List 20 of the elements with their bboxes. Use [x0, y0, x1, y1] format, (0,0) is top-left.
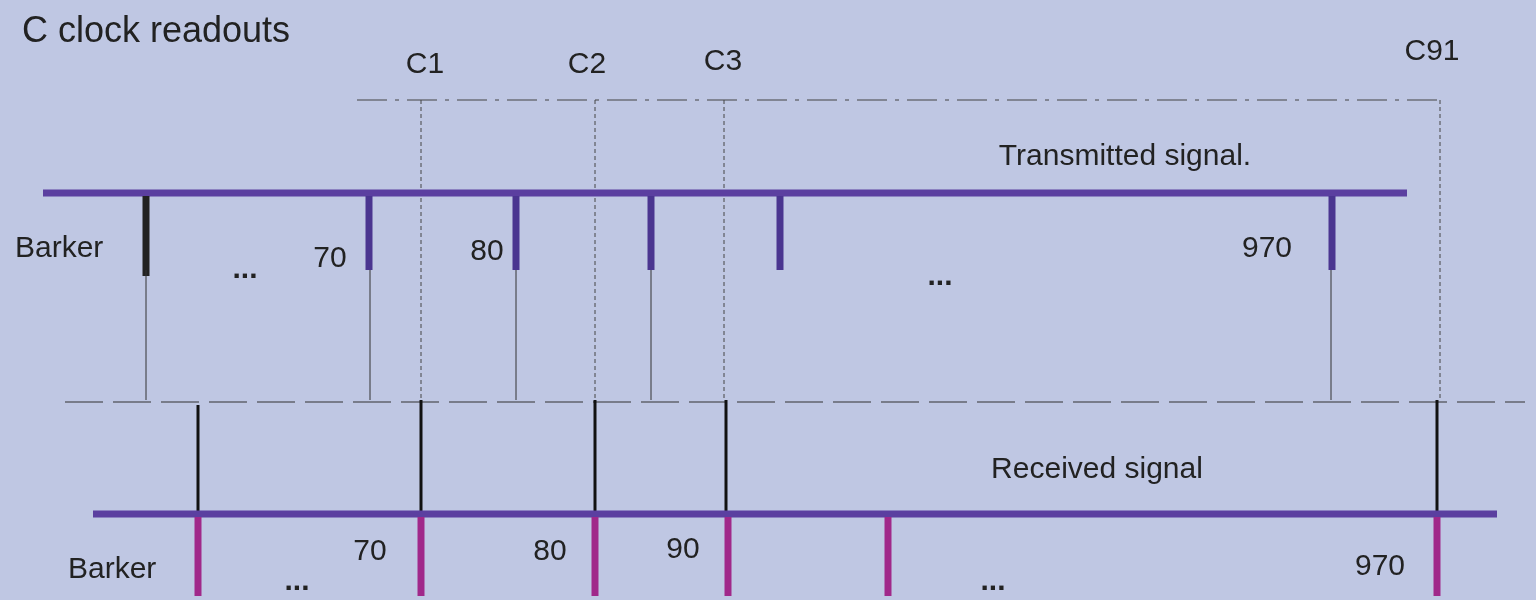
- pulse-number: 80: [470, 235, 504, 265]
- signal-label: Barker: [68, 553, 157, 583]
- signal-label: Barker: [15, 232, 104, 262]
- pulse-number: 70: [353, 535, 387, 565]
- diagram-title: C clock readouts: [22, 12, 291, 48]
- signal-label: Received signal: [991, 453, 1203, 483]
- clock-readout-label: C2: [567, 48, 607, 78]
- ellipsis: ...: [980, 565, 1006, 595]
- pulse-number: 80: [533, 535, 567, 565]
- pulse-number: 70: [313, 242, 347, 272]
- ellipsis: ...: [927, 260, 953, 290]
- clock-readout-label: C91: [1404, 35, 1460, 65]
- clock-readout-label: C1: [405, 48, 445, 78]
- signal-label: Transmitted signal.: [998, 140, 1252, 170]
- pulse-number: 970: [1241, 232, 1293, 262]
- clock-readout-label: C3: [703, 45, 743, 75]
- ellipsis: ...: [284, 565, 310, 595]
- pulse-number: 970: [1354, 550, 1406, 580]
- ellipsis: ...: [232, 253, 258, 283]
- pulse-number: 90: [666, 533, 700, 563]
